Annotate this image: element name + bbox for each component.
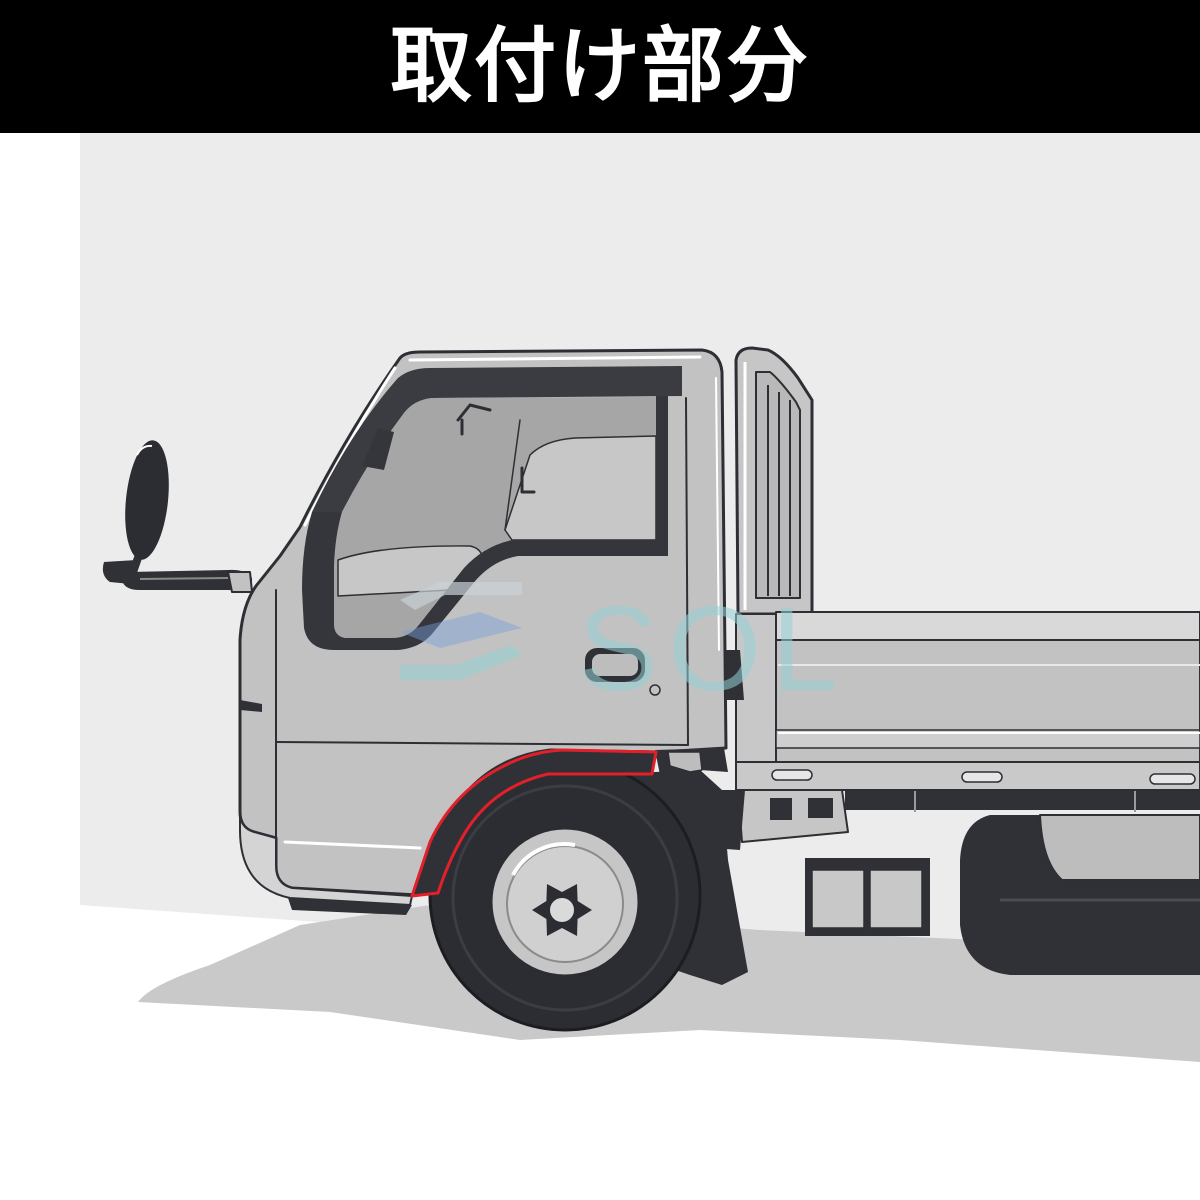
door-window-frame — [302, 512, 664, 650]
quarter-vent — [362, 428, 394, 470]
sol-logo-icon — [400, 645, 522, 680]
gate-hinge — [724, 650, 744, 700]
sill-highlight — [283, 840, 422, 850]
page-title: 取付け部分 — [389, 18, 810, 114]
reflector — [771, 769, 813, 781]
hub-center — [548, 896, 576, 924]
pillar-highlight — [303, 366, 397, 527]
side-mirror — [102, 440, 253, 593]
gate-rib — [775, 729, 1200, 749]
mirror-head-highlight — [136, 444, 153, 456]
battery-box-left — [811, 869, 865, 929]
watermark-logo: SOL — [400, 582, 848, 716]
bed-headboard — [734, 346, 814, 616]
keyhole-icon — [649, 684, 661, 696]
fender-trim-highlight — [410, 748, 658, 898]
door-rear-edge — [685, 397, 689, 746]
reflector — [1149, 773, 1196, 785]
window-rear-frame — [656, 396, 668, 556]
battery-box-right — [869, 869, 923, 929]
lower-sill — [288, 898, 412, 915]
chassis — [700, 789, 1200, 975]
front-wheel — [428, 758, 702, 1032]
bed-side-gate — [724, 611, 1200, 791]
mirror-arm — [122, 569, 252, 590]
header-bar: 取付け部分 — [0, 0, 1200, 133]
step-bracket — [667, 751, 703, 773]
air-tank — [1039, 814, 1200, 881]
door-handle-inner — [592, 654, 638, 676]
sol-logo-icon — [400, 612, 522, 648]
reflector — [961, 771, 1003, 783]
bracket-hole — [770, 798, 792, 820]
roof-highlight — [408, 355, 702, 362]
rim-highlight — [511, 842, 576, 876]
sol-logo-icon — [400, 582, 522, 610]
tire-sidewall — [451, 784, 679, 1012]
door-bottom-edge — [275, 741, 689, 746]
seat-pillar-line — [504, 419, 521, 531]
cab-rear-highlight — [715, 377, 720, 651]
bracket-hole — [808, 798, 833, 818]
grab-handle-icon — [456, 403, 492, 436]
ground-shadow — [138, 905, 1200, 1062]
front-panel-seam — [240, 700, 262, 712]
mirror-head — [125, 440, 169, 560]
watermark-text: SOL — [578, 582, 848, 716]
gate-top-rail — [775, 611, 1200, 641]
rain-visor — [312, 366, 682, 512]
chassis-frame — [845, 790, 1200, 810]
seatbelt-hook-icon — [520, 466, 536, 494]
mirror-base — [227, 571, 253, 593]
mirror-arm-highlight — [139, 577, 229, 580]
